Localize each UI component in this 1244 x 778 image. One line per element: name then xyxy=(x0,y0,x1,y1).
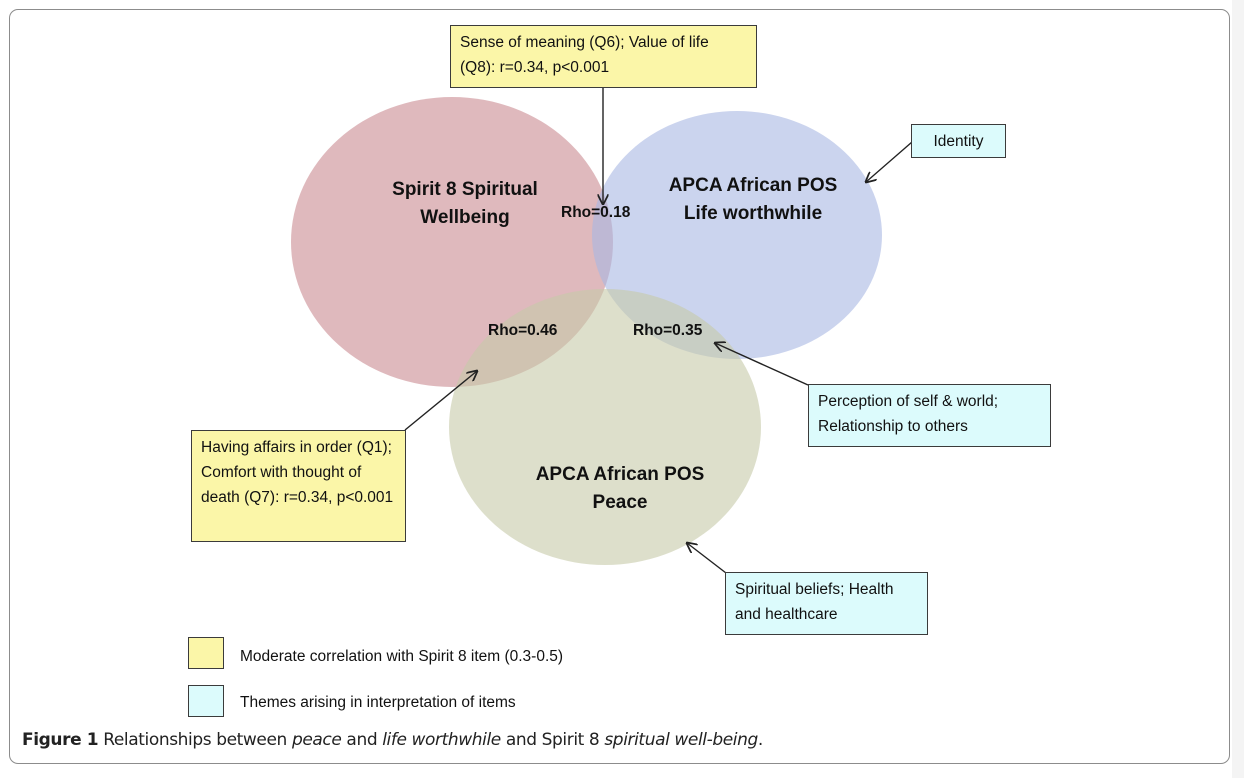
rho-life-peace: Rho=0.35 xyxy=(633,322,703,339)
caption-peace: peace xyxy=(291,730,342,750)
rho-spirit-peace: Rho=0.46 xyxy=(488,322,558,339)
caption-life: life worthwhile xyxy=(382,730,501,750)
moderate-box-affairs: Having affairs in order (Q1); Comfort wi… xyxy=(191,430,406,542)
theme-box-beliefs: Spiritual beliefs; Health and healthcare xyxy=(725,572,928,635)
figure-caption: Figure 1 Relationships between peace and… xyxy=(22,730,763,750)
caption-spiritual: spiritual well-being xyxy=(604,730,758,750)
caption-part-4: . xyxy=(757,730,763,750)
arrow-beliefs xyxy=(687,543,727,574)
legend-text-themes: Themes arising in interpretation of item… xyxy=(240,694,516,711)
legend-swatch-moderate xyxy=(188,637,224,669)
caption-part-3: and Spirit 8 xyxy=(500,730,605,750)
life-worthwhile-label: APCA African POS Life worthwhile xyxy=(668,175,838,224)
theme-box-identity: Identity xyxy=(911,124,1006,158)
spirit8-label: Spirit 8 Spiritual Wellbeing xyxy=(392,179,538,228)
arrow-identity xyxy=(866,141,913,182)
peace-label: APCA African POS Peace xyxy=(535,464,705,513)
legend-text-moderate: Moderate correlation with Spirit 8 item … xyxy=(240,648,564,665)
peace-circle xyxy=(449,289,761,565)
caption-part-2: and xyxy=(341,730,383,750)
life-worthwhile-circle xyxy=(592,111,882,359)
caption-part-1: Relationships between xyxy=(98,730,292,750)
rho-spirit-life: Rho=0.18 xyxy=(561,204,631,221)
theme-box-perception: Perception of self & world; Relationship… xyxy=(808,384,1051,447)
caption-label: Figure 1 xyxy=(22,730,99,750)
scrollbar-strip xyxy=(1232,0,1244,778)
moderate-box-meaning: Sense of meaning (Q6); Value of life (Q8… xyxy=(450,25,757,88)
arrow-affairs xyxy=(404,371,477,431)
arrow-perception xyxy=(715,343,809,386)
legend-swatch-themes xyxy=(188,685,224,717)
